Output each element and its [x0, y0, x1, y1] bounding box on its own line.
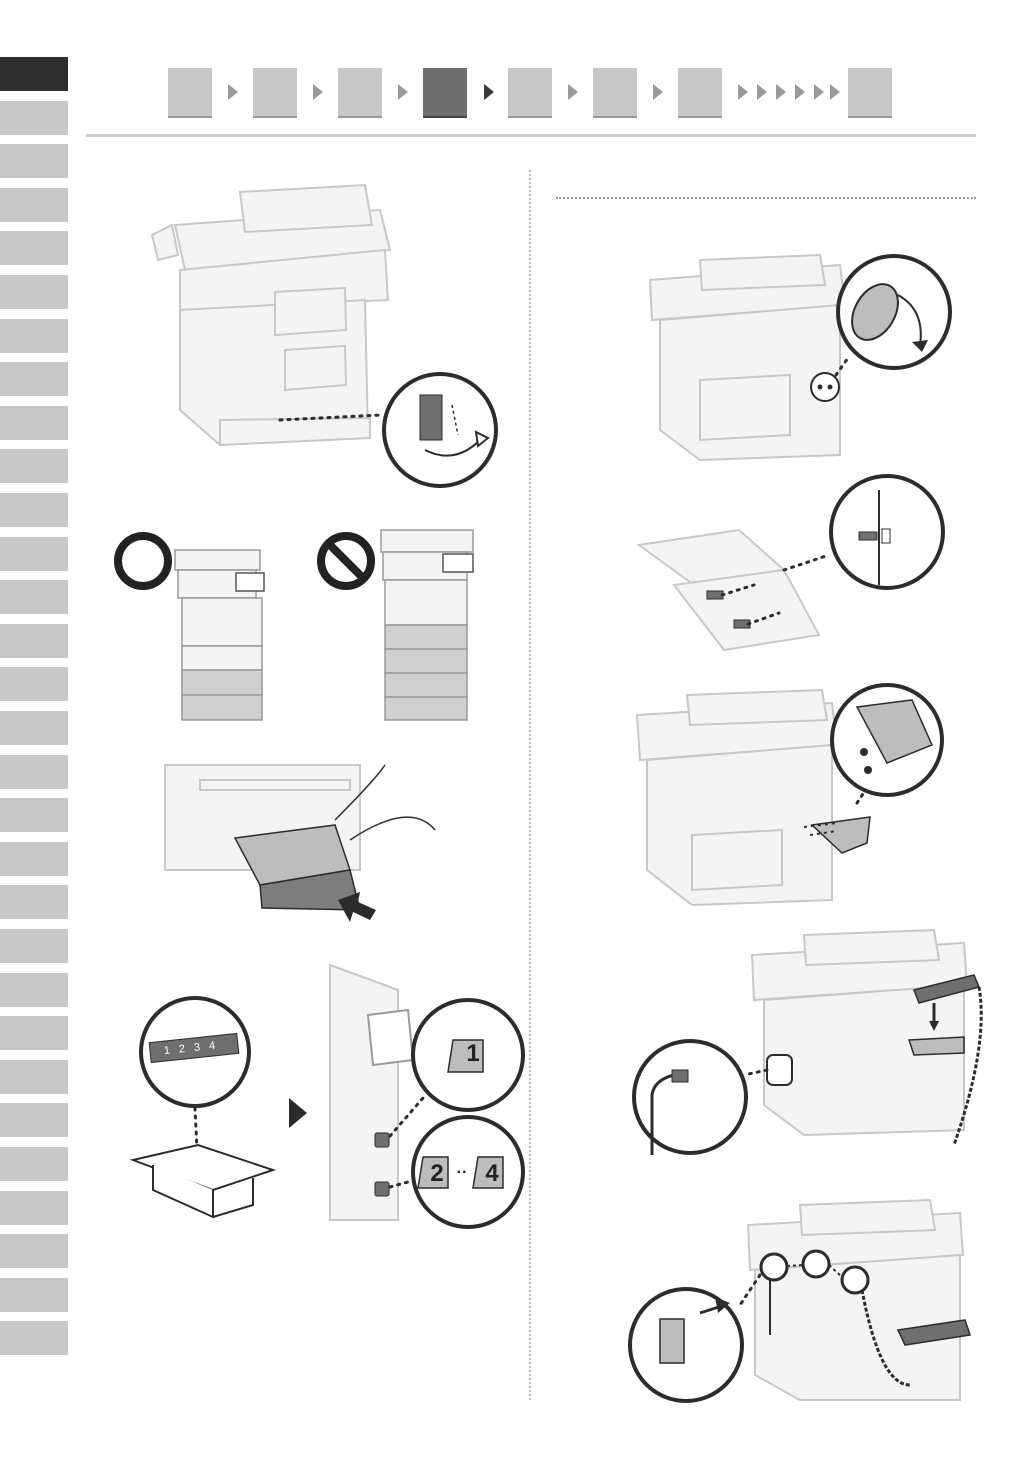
language-tab[interactable]: [0, 319, 68, 353]
language-tab[interactable]: [0, 929, 68, 963]
header-divider: [86, 134, 976, 137]
language-tab[interactable]: [0, 711, 68, 745]
step-arrow-icon: [757, 84, 767, 100]
sticker-digit: 4: [208, 1039, 224, 1053]
step-arrow-icon: [228, 84, 238, 100]
section-dotted-rule: [556, 197, 976, 199]
step-2[interactable]: [253, 68, 297, 118]
language-tab[interactable]: [0, 1016, 68, 1050]
language-tab[interactable]: [0, 1234, 68, 1268]
step-7[interactable]: [678, 68, 722, 118]
connect-handset-line-illustration: [634, 925, 974, 1165]
language-tab[interactable]: [0, 580, 68, 614]
attach-cradle-illustration: [632, 685, 952, 915]
step-6[interactable]: [593, 68, 637, 118]
sticker-digit: 3: [193, 1040, 209, 1054]
ok-cassette-stack-illustration: [110, 528, 280, 728]
step-arrow-icon: [830, 84, 840, 100]
step-arrow-icon: [795, 84, 805, 100]
sticker-digit: 2: [178, 1042, 194, 1056]
tray-badge-range-separator: ··: [452, 1164, 472, 1182]
triangle-next-icon: [287, 1098, 309, 1128]
language-tab[interactable]: [0, 144, 68, 178]
language-tab[interactable]: [0, 1147, 68, 1181]
language-tab[interactable]: [0, 1060, 68, 1094]
language-tab[interactable]: [0, 57, 68, 91]
sticker-box-illustration: [128, 995, 288, 1225]
language-tab[interactable]: [0, 275, 68, 309]
language-tab[interactable]: [0, 493, 68, 527]
language-tab[interactable]: [0, 842, 68, 876]
language-tab[interactable]: [0, 667, 68, 701]
step-last[interactable]: [848, 68, 892, 118]
language-tab[interactable]: [0, 973, 68, 1007]
language-tab[interactable]: [0, 755, 68, 789]
step-arrow-icon: [814, 84, 824, 100]
sticker-digit: 1: [163, 1044, 179, 1058]
prohibited-icon: [321, 536, 371, 586]
language-tab[interactable]: [0, 101, 68, 135]
step-arrow-icon: [776, 84, 786, 100]
language-tab[interactable]: [0, 449, 68, 483]
handset-cradle-screws-illustration: [634, 475, 954, 665]
step-arrow-icon: [568, 84, 578, 100]
step-arrow-icon: [738, 84, 748, 100]
connected-lines-illustration: [630, 1195, 970, 1405]
language-tab[interactable]: [0, 1278, 68, 1312]
tray-badge-range-end: 4: [477, 1160, 507, 1188]
language-tab[interactable]: [0, 537, 68, 571]
language-tab[interactable]: [0, 188, 68, 222]
step-arrow-icon: [313, 84, 323, 100]
step-arrow-icon: [484, 84, 494, 100]
language-tab[interactable]: [0, 406, 68, 440]
circle-ok-icon: [118, 536, 168, 586]
language-tab[interactable]: [0, 624, 68, 658]
insert-cassette-illustration: [160, 760, 450, 930]
attach-tray-stickers-illustration: [328, 960, 528, 1230]
printer-rear-stabilizer-illustration: [140, 180, 510, 480]
remove-side-cover-illustration: [640, 250, 960, 470]
language-tab[interactable]: [0, 362, 68, 396]
language-tab[interactable]: [0, 798, 68, 832]
language-tab[interactable]: [0, 1191, 68, 1225]
ng-cassette-stack-illustration: [313, 528, 483, 728]
step-4-current[interactable]: [423, 68, 467, 118]
language-tab[interactable]: [0, 885, 68, 919]
language-tab[interactable]: [0, 1103, 68, 1137]
step-3[interactable]: [338, 68, 382, 118]
tray-badge-range-start: 2: [422, 1160, 452, 1188]
step-1[interactable]: [168, 68, 212, 118]
column-divider: [529, 170, 531, 1400]
step-5[interactable]: [508, 68, 552, 118]
language-tab[interactable]: [0, 1321, 68, 1355]
step-arrow-icon: [653, 84, 663, 100]
language-tab[interactable]: [0, 231, 68, 265]
tray-badge-first: 1: [458, 1040, 488, 1068]
step-arrow-icon: [398, 84, 408, 100]
